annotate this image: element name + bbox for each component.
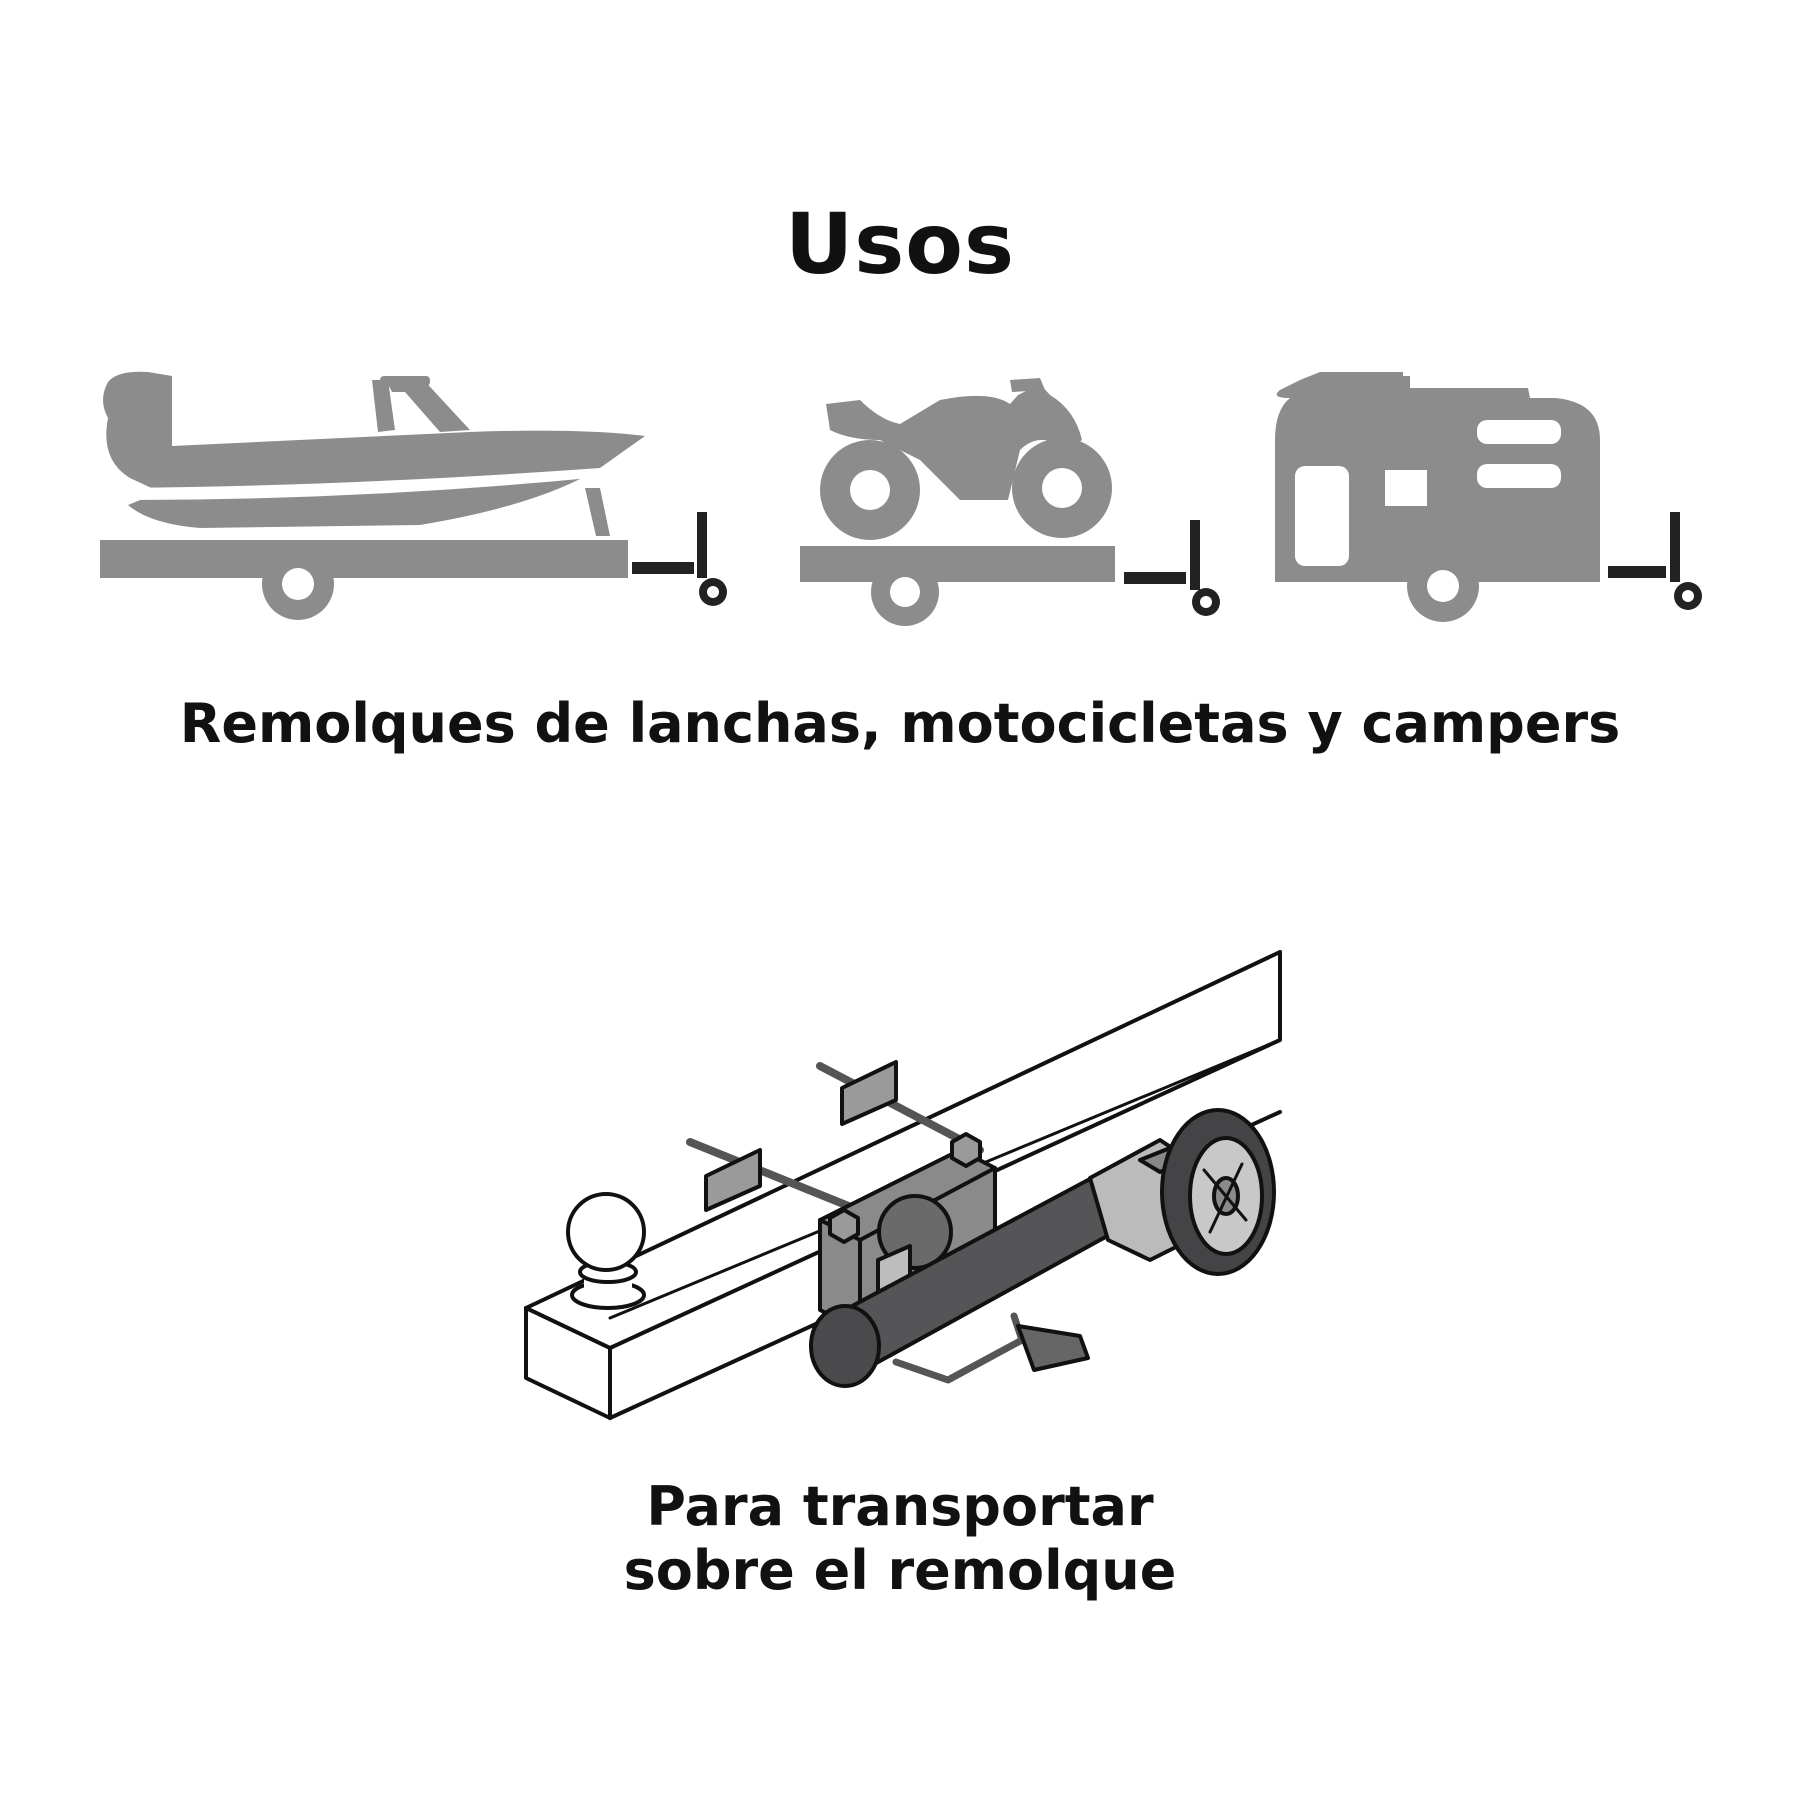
mount-caption-line-1: Para transportar bbox=[646, 1475, 1154, 1538]
mount-caption-line-2: sobre el remolque bbox=[623, 1539, 1177, 1602]
jack-on-trailer-tongue-illustration bbox=[524, 950, 1282, 1420]
motorcycle-trailer-icon bbox=[800, 378, 1220, 626]
uses-caption: Remolques de lanchas, motocicletas y cam… bbox=[179, 692, 1621, 755]
camper-trailer-icon bbox=[1275, 372, 1702, 622]
page-title: Usos bbox=[785, 195, 1015, 293]
mount-caption: Para transportar sobre el remolque bbox=[0, 1475, 1800, 1603]
boat-trailer-icon bbox=[100, 371, 727, 620]
